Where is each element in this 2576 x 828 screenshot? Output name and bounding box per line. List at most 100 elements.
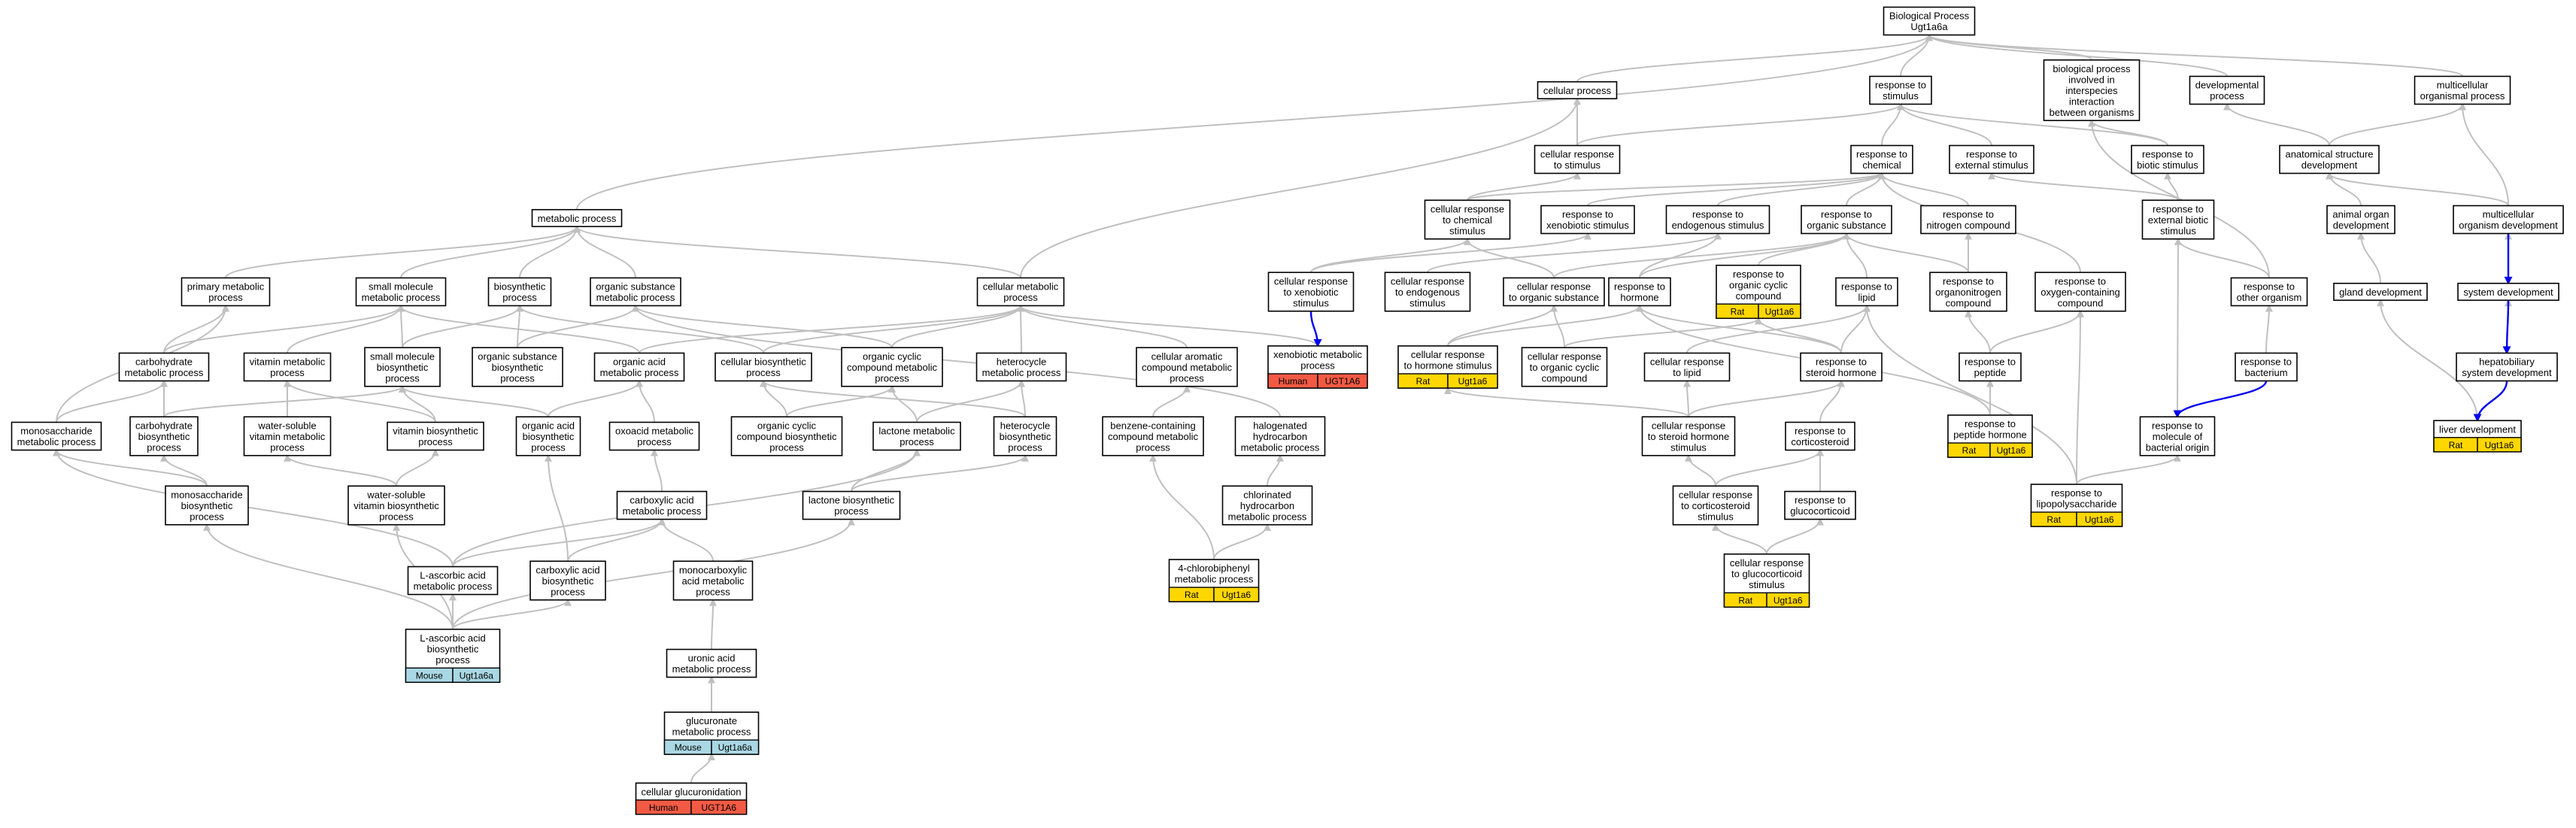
term-label-line: vitamin biosynthetic [393, 426, 478, 437]
term-label-line: development [2301, 159, 2358, 171]
term-box [2453, 205, 2564, 235]
term-label-line: heterocycle [997, 356, 1046, 368]
is-a-edge [452, 517, 855, 629]
term-label-line: compound metabolic [1142, 362, 1232, 373]
go-term-sysdev[interactable]: system development [2457, 282, 2559, 302]
go-term-glanddev[interactable]: gland development [2333, 282, 2428, 302]
go-term-metproc[interactable]: metabolic process [531, 208, 623, 228]
go-term-cellproc[interactable]: cellular process [1537, 80, 1618, 100]
term-label-line: biosynthetic [427, 643, 479, 654]
term-box [2279, 144, 2380, 174]
term-box [1136, 347, 1238, 387]
gene-cell [1766, 592, 1810, 608]
term-box [1672, 485, 1759, 526]
term-label-line: cellular process [1543, 85, 1612, 96]
term-label-line: process [435, 654, 470, 666]
term-label-line: involved in [2068, 74, 2114, 85]
